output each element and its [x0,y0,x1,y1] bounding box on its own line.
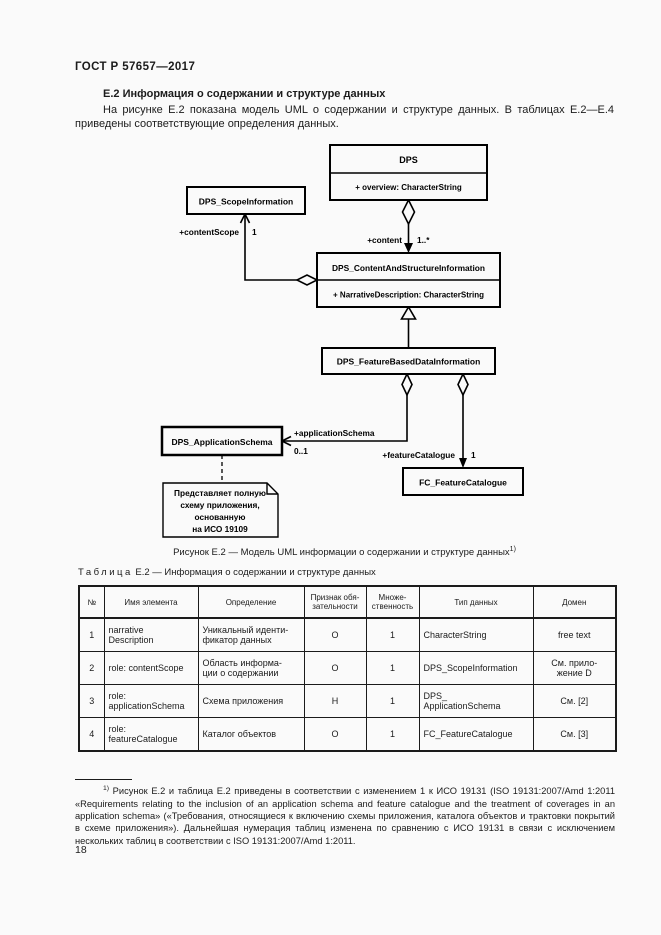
cell-domain: free text [532,617,617,652]
cell-definition: Схема приложения [197,684,305,718]
table-title-rest: Е.2 — Информация о содержании и структур… [135,567,376,578]
cell-domain: См. прило- жение D [532,651,617,685]
note-line-1: Представляет полную [174,488,266,498]
label-scope-role: +contentScope [179,227,239,237]
cell-obligation: О [303,717,367,752]
cell-number: 2 [78,651,105,685]
table-row: 4 role: featureCatalogue Каталог объекто… [78,717,617,752]
table-row: 2 role: contentScope Область информа- ци… [78,651,617,685]
col-header-multiplicity: Множе- ственность [365,585,420,619]
col-header-number: № [78,585,105,619]
uml-class-feature-catalogue: FC_FeatureCatalogue [402,467,524,496]
cell-obligation: О [303,617,367,652]
doc-header: ГОСТ Р 57657—2017 [75,61,196,73]
page-number: 18 [75,844,87,856]
label-content-role: +content [367,235,402,245]
uml-class-content-and-structure: DPS_ContentAndStructureInformation + Nar… [316,252,501,308]
uml-connectors [221,198,469,483]
col-header-definition: Определение [197,585,305,619]
table-row: 3 role: applicationSchema Схема приложен… [78,684,617,718]
class-attr-dps: + overview: CharacterString [355,183,462,192]
class-name-content: DPS_ContentAndStructureInformation [332,263,485,273]
class-attr-content: + NarrativeDescription: CharacterString [333,291,484,300]
label-scope-mult: 1 [252,227,257,237]
cell-multiplicity: 1 [365,717,420,752]
cell-data-type: FC_FeatureCatalogue [418,717,534,752]
uml-class-dps: DPS + overview: CharacterString [329,144,488,201]
class-name-feature-catalogue: FC_FeatureCatalogue [419,478,507,488]
uml-note: Представляет полную схему приложения, ос… [162,482,279,538]
cell-data-type: DPS_ScopeInformation [418,651,534,685]
uml-diagram: DPS + overview: CharacterString DPS_Scop… [160,144,524,538]
cell-domain: См. [2] [532,684,617,718]
cell-number: 3 [78,684,105,718]
label-content-mult: 1..* [417,235,430,245]
cell-multiplicity: 1 [365,617,420,652]
label-fc-role: +featureCatalogue [382,450,455,460]
label-app-mult: 0..1 [294,446,308,456]
footnote-text: Рисунок Е.2 и таблица Е.2 приведены в со… [75,786,615,846]
cell-number: 1 [78,617,105,652]
cell-multiplicity: 1 [365,651,420,685]
footnote-marker: 1) [103,785,110,792]
data-table: № Имя элемента Определение Признак обя- … [78,585,617,752]
footnote-rule [75,779,132,780]
table-row: 1 narrative Description Уникальный идент… [78,617,617,652]
cell-domain: См. [3] [532,717,617,752]
uml-edge-labels: +content 1..* +contentScope 1 +applicati… [179,227,476,460]
cell-data-type: CharacterString [418,617,534,652]
cell-number: 4 [78,717,105,752]
cell-definition: Область информа- ции о содержании [197,651,305,685]
cell-definition: Каталог объектов [197,717,305,752]
cell-multiplicity: 1 [365,684,420,718]
cell-element-name: role: contentScope [103,651,199,685]
uml-class-scope-information: DPS_ScopeInformation [186,186,306,215]
cell-data-type: DPS_ ApplicationSchema [418,684,534,718]
cell-obligation: О [303,651,367,685]
table-title-word: Таблица [78,567,133,578]
label-fc-mult: 1 [471,450,476,460]
cell-element-name: narrative Description [103,617,199,652]
class-name-app-schema: DPS_ApplicationSchema [171,437,272,447]
note-line-3: основанную [195,512,246,522]
table-title: Таблица Е.2 — Информация о содержании и … [78,567,376,578]
figure-caption: Рисунок Е.2 — Модель UML информации о со… [75,546,614,558]
uml-class-feature-based-data: DPS_FeatureBasedDataInformation [321,347,496,375]
note-line-4: на ИСО 19109 [192,524,248,534]
cell-element-name: role: featureCatalogue [103,717,199,752]
cell-definition: Уникальный иденти- фикатор данных [197,617,305,652]
table-header-row: № Имя элемента Определение Признак обя- … [78,585,617,619]
col-header-data-type: Тип данных [418,585,534,619]
class-name-scope: DPS_ScopeInformation [199,197,293,207]
note-line-2: схему приложения, [180,500,259,510]
cell-obligation: Н [303,684,367,718]
class-name-feature-based: DPS_FeatureBasedDataInformation [337,357,481,367]
class-name-dps: DPS [399,155,418,165]
label-app-role: +applicationSchema [294,428,375,438]
section-heading: Е.2 Информация о содержании и структуре … [103,88,386,100]
body-paragraph: На рисунке Е.2 показана модель UML о сод… [75,104,614,130]
figure-caption-text: Рисунок Е.2 — Модель UML информации о со… [173,547,510,559]
footnote: 1) Рисунок Е.2 и таблица Е.2 приведены в… [75,783,615,847]
col-header-element-name: Имя элемента [103,585,199,619]
cell-element-name: role: applicationSchema [103,684,199,718]
figure-caption-footnote-marker: 1) [509,546,516,553]
uml-class-application-schema: DPS_ApplicationSchema [160,425,284,457]
col-header-domain: Домен [532,585,617,619]
col-header-obligation: Признак обя- зательности [303,585,367,619]
